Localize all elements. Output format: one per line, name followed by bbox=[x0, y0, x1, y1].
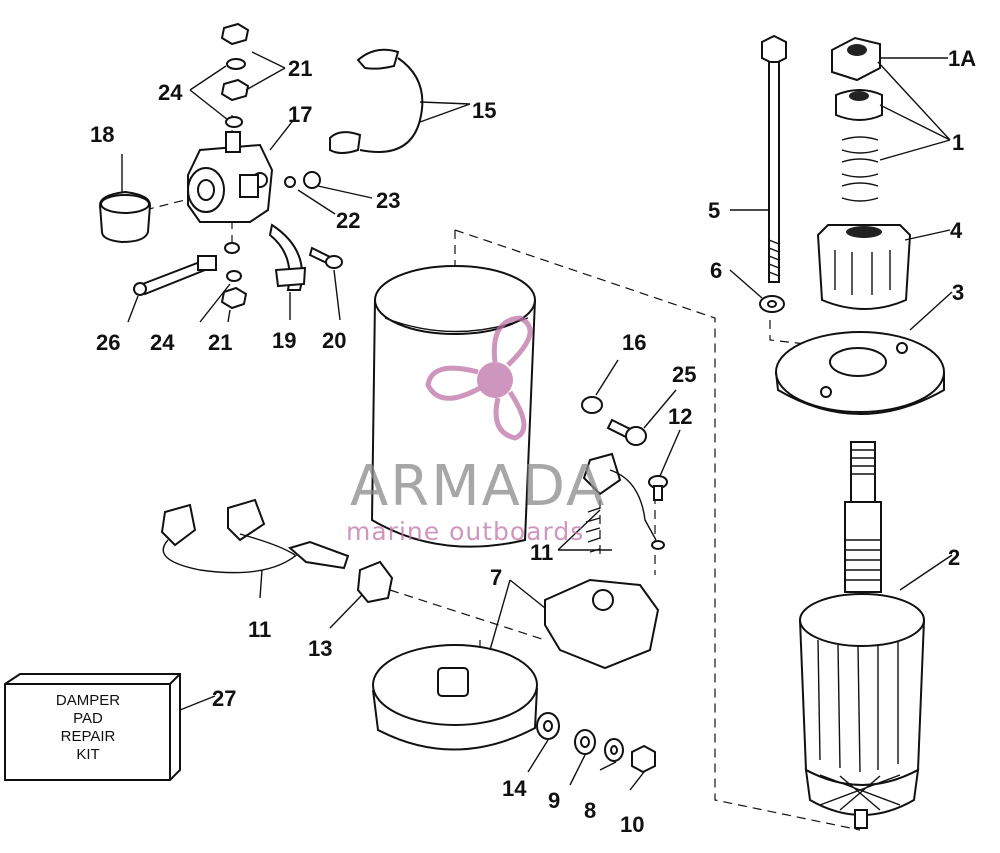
kit-box-text-line1: DAMPER bbox=[56, 692, 120, 709]
part-25-screw bbox=[606, 418, 647, 446]
part-1-spacer-spring bbox=[835, 89, 883, 202]
part-18-ring bbox=[98, 190, 152, 244]
part-12-screw bbox=[648, 475, 668, 501]
part-17-solenoid bbox=[187, 131, 274, 223]
callout-19: 19 bbox=[272, 328, 296, 353]
part-10-nut bbox=[631, 744, 656, 774]
callout-16: 16 bbox=[622, 330, 646, 355]
callout-1A: 1A bbox=[948, 46, 976, 71]
callout-18: 18 bbox=[90, 122, 114, 147]
callout-2: 2 bbox=[948, 545, 960, 570]
leader-lines bbox=[121, 51, 953, 791]
watermark-brand: ARMADA bbox=[350, 454, 606, 519]
part-22-23-hardware bbox=[284, 171, 321, 189]
callout-4: 4 bbox=[950, 218, 963, 243]
callout-17: 17 bbox=[288, 102, 312, 127]
part-1A-nut bbox=[831, 36, 881, 82]
part-11-brush-set-left bbox=[160, 498, 350, 574]
part-19-bracket bbox=[268, 223, 307, 291]
callout-25: 25 bbox=[672, 362, 696, 387]
callout-21-top: 21 bbox=[288, 56, 312, 81]
callout-27: 27 bbox=[212, 686, 236, 711]
part-15-cable bbox=[329, 48, 424, 154]
callout-7: 7 bbox=[490, 565, 502, 590]
callout-13: 13 bbox=[308, 636, 332, 661]
callout-22: 22 bbox=[336, 208, 360, 233]
armada-watermark: ARMADA marine outboards bbox=[346, 315, 606, 546]
kit-box-text-line4: KIT bbox=[76, 746, 99, 763]
part-9-washer bbox=[574, 729, 596, 755]
callout-labels: 1A 1 2 3 4 5 6 7 8 9 10 11 11 12 13 14 1… bbox=[90, 46, 976, 837]
callout-15: 15 bbox=[472, 98, 496, 123]
part-4-pinion bbox=[816, 224, 912, 310]
part-11-brush-set-right bbox=[582, 452, 665, 553]
callout-11-left: 11 bbox=[248, 617, 271, 642]
callout-5: 5 bbox=[708, 198, 720, 223]
callout-3: 3 bbox=[952, 280, 964, 305]
part-5-thru-bolt bbox=[761, 34, 787, 283]
callout-9: 9 bbox=[548, 788, 560, 813]
callout-8: 8 bbox=[584, 798, 596, 823]
motor-frame-cylinder bbox=[370, 265, 536, 548]
part-13-clip bbox=[356, 560, 394, 604]
part-14-washer bbox=[536, 712, 560, 740]
part-20-screw bbox=[308, 246, 343, 269]
callout-23: 23 bbox=[376, 188, 400, 213]
callout-14: 14 bbox=[502, 776, 527, 801]
part-3-end-plate bbox=[775, 331, 945, 415]
callout-11-right: 11 bbox=[530, 540, 553, 565]
part-2-armature bbox=[799, 441, 925, 829]
end-cap-housing bbox=[372, 644, 538, 751]
kit-box-text-line2: PAD bbox=[73, 710, 103, 727]
callout-20: 20 bbox=[322, 328, 346, 353]
part-8-washer bbox=[604, 738, 624, 762]
callout-24-bottom: 24 bbox=[150, 330, 175, 355]
part-16-washer bbox=[581, 396, 603, 414]
solenoid-upper-hardware bbox=[220, 22, 250, 128]
callout-12: 12 bbox=[668, 404, 692, 429]
callout-10: 10 bbox=[620, 812, 644, 837]
callout-24-top: 24 bbox=[158, 80, 183, 105]
part-27-kit-box: DAMPER PAD REPAIR KIT bbox=[4, 673, 181, 781]
part-7-brush-plate bbox=[544, 578, 660, 670]
propeller-logo-icon bbox=[425, 315, 533, 441]
kit-box-text-line3: REPAIR bbox=[61, 728, 116, 745]
callout-26: 26 bbox=[96, 330, 120, 355]
callout-1: 1 bbox=[952, 130, 964, 155]
callout-21-bottom: 21 bbox=[208, 330, 232, 355]
solenoid-lower-hardware bbox=[133, 242, 248, 310]
callout-6: 6 bbox=[710, 258, 722, 283]
watermark-tagline: marine outboards bbox=[346, 517, 584, 546]
part-6-washer bbox=[759, 295, 785, 313]
